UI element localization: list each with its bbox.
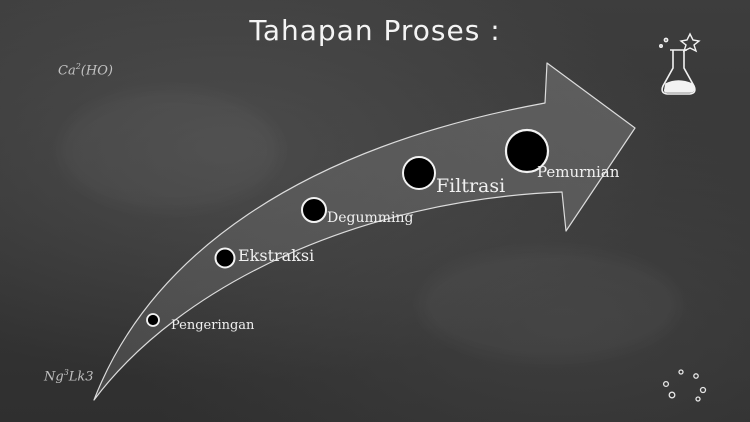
stage-label-pengeringan: Pengeringan [171, 318, 255, 333]
chalk-formula-top: Ca2(HO) [58, 62, 113, 78]
stage-label-pemurnian: Pemurnian [537, 163, 620, 181]
stage-dot-pengeringan [146, 313, 160, 327]
stage-label-degumming: Degumming [327, 210, 414, 226]
process-arrow [93, 62, 636, 401]
chalk-formula-bottom: Ng3Lk3 [44, 368, 94, 384]
stage-label-filtrasi: Filtrasi [436, 175, 506, 197]
formula-rest: (HO) [80, 63, 113, 79]
stage-dot-degumming [301, 197, 327, 223]
slide-title: Tahapan Proses : [249, 14, 501, 47]
stage-dot-ekstraksi [214, 247, 236, 269]
flask-icon [658, 37, 696, 95]
formula-base: Ng [44, 369, 64, 385]
formula-rest: Lk3 [68, 369, 94, 385]
stage-dot-pemurnian [504, 128, 550, 174]
stage-dot-filtrasi [402, 156, 436, 190]
formula-superscript: 3 [63, 368, 69, 377]
stage-label-ekstraksi: Ekstraksi [238, 246, 315, 265]
sparkle-icon [679, 32, 701, 53]
formula-base: Ca [58, 63, 76, 79]
bubbles-icon [662, 369, 707, 402]
formula-superscript: 2 [75, 62, 81, 71]
